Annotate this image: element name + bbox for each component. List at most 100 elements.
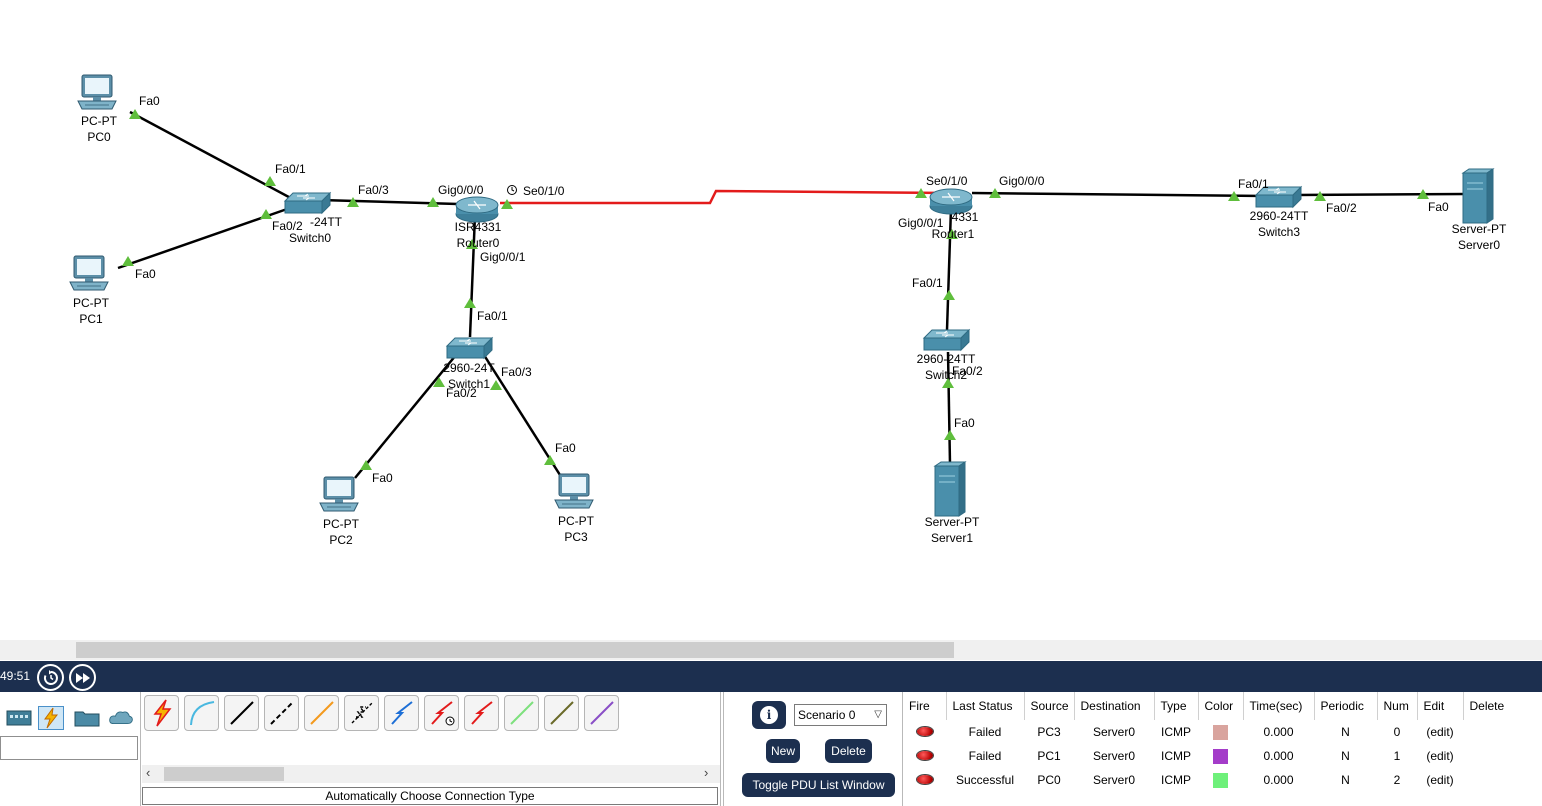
svg-text:Server0: Server0 bbox=[1458, 238, 1500, 252]
panel-divider[interactable] bbox=[720, 692, 724, 806]
cloud-icon[interactable] bbox=[108, 706, 134, 730]
table-row[interactable]: Failed PC1 Server0 ICMP 0.000 N 1 (edit) bbox=[903, 744, 1523, 768]
octal-cable-icon[interactable] bbox=[504, 695, 539, 731]
server-icon bbox=[934, 461, 966, 517]
svg-text:Switch1: Switch1 bbox=[448, 377, 490, 391]
link-switch1-pc2[interactable] bbox=[354, 354, 457, 479]
col-header: Destination bbox=[1074, 692, 1155, 720]
table-row[interactable]: Failed PC3 Server0 ICMP 0.000 N 0 (edit) bbox=[903, 720, 1523, 744]
pdu-table-header: Fire Last Status Source Destination Type… bbox=[903, 692, 1523, 720]
link-router1-switch3[interactable] bbox=[971, 191, 1266, 198]
device-pc0[interactable]: PC-PT PC0 bbox=[77, 74, 118, 144]
col-header: Source bbox=[1024, 692, 1075, 720]
port-label: Fa0 bbox=[555, 441, 576, 455]
toggle-pdu-list-button[interactable]: Toggle PDU List Window bbox=[742, 773, 895, 797]
device-switch2[interactable]: 2960-24TT Switch2 bbox=[917, 329, 976, 382]
device-switch3[interactable]: 2960-24TT Switch3 bbox=[1250, 186, 1309, 239]
links bbox=[117, 110, 1467, 479]
col-header: Time(sec) bbox=[1243, 692, 1315, 720]
serial-dce-icon[interactable] bbox=[424, 695, 459, 731]
fast-forward-button[interactable] bbox=[69, 664, 96, 691]
router-icon bbox=[455, 196, 499, 223]
edit-link[interactable]: (edit) bbox=[1426, 749, 1454, 763]
fiber-icon[interactable] bbox=[304, 695, 339, 731]
port-label: Gig0/0/1 bbox=[480, 250, 526, 264]
fire-button-icon[interactable] bbox=[916, 775, 933, 784]
link-router0-switch1[interactable] bbox=[468, 214, 477, 338]
pdu-color-swatch bbox=[1213, 772, 1228, 788]
serial-dte-icon[interactable] bbox=[464, 695, 499, 731]
device-pc1[interactable]: PC-PT PC1 bbox=[69, 255, 110, 326]
svg-text:PC-PT: PC-PT bbox=[558, 514, 595, 528]
link-switch0-router0[interactable] bbox=[319, 198, 459, 206]
fast-forward-icon bbox=[75, 672, 90, 683]
link-router0-router1-serial[interactable] bbox=[500, 189, 951, 205]
phone-cable-icon[interactable] bbox=[344, 695, 379, 731]
port-label: Fa0/1 bbox=[1238, 177, 1269, 191]
svg-text:2960-24T: 2960-24T bbox=[443, 361, 495, 375]
edit-link[interactable]: (edit) bbox=[1426, 725, 1454, 739]
device-search-field[interactable] bbox=[0, 736, 138, 760]
link-switch3-server0[interactable] bbox=[1294, 192, 1467, 197]
svg-text:4331: 4331 bbox=[952, 210, 979, 224]
svg-text:PC0: PC0 bbox=[87, 130, 111, 144]
coaxial-cable-icon[interactable] bbox=[384, 695, 419, 731]
svg-text:Server-PT: Server-PT bbox=[925, 515, 980, 529]
svg-text:Router0: Router0 bbox=[457, 236, 500, 250]
console-cable-icon[interactable] bbox=[184, 695, 219, 731]
connections-icon[interactable] bbox=[38, 706, 64, 730]
fire-button-icon[interactable] bbox=[916, 727, 933, 736]
scroll-right-icon[interactable]: › bbox=[704, 765, 709, 780]
svg-text:PC-PT: PC-PT bbox=[323, 517, 360, 531]
device-server0[interactable]: Server-PT Server0 bbox=[1452, 168, 1507, 252]
device-server1[interactable]: Server-PT Server1 bbox=[925, 461, 980, 545]
port-label: Fa0 bbox=[1428, 200, 1449, 214]
scrollbar-thumb[interactable] bbox=[76, 642, 954, 658]
folder-icon[interactable] bbox=[74, 706, 100, 730]
delete-cell[interactable] bbox=[1463, 720, 1523, 744]
port-label: Fa0/2 bbox=[446, 386, 477, 400]
iot-custom-cable-icon[interactable] bbox=[544, 695, 579, 731]
power-cycle-devices-button[interactable] bbox=[37, 664, 64, 691]
scenario-info-button[interactable]: i bbox=[752, 701, 786, 729]
logical-workspace[interactable]: PC-PT PC0 PC-PT PC1 PC-PT PC2 PC-PT PC3 … bbox=[0, 0, 1542, 640]
pdu-color-swatch bbox=[1213, 724, 1228, 740]
port-label: Fa0/2 bbox=[952, 364, 983, 378]
scenario-select[interactable]: Scenario 0 ▽ bbox=[794, 704, 887, 726]
delete-scenario-button[interactable]: Delete bbox=[825, 739, 872, 763]
device-pc2[interactable]: PC-PT PC2 bbox=[319, 476, 360, 547]
fire-button-icon[interactable] bbox=[916, 751, 933, 760]
chevron-down-icon: ▽ bbox=[874, 709, 882, 720]
scroll-left-icon[interactable]: ‹ bbox=[146, 765, 151, 780]
delete-cell[interactable] bbox=[1463, 768, 1523, 792]
copper-cross-over-icon[interactable] bbox=[264, 695, 299, 731]
scrollbar-thumb[interactable] bbox=[164, 767, 284, 781]
link-switch1-pc3[interactable] bbox=[482, 354, 562, 476]
link-pc0-switch0[interactable] bbox=[129, 110, 301, 205]
port-label: Fa0/2 bbox=[272, 219, 303, 233]
topology-diagram[interactable]: PC-PT PC0 PC-PT PC1 PC-PT PC2 PC-PT PC3 … bbox=[0, 0, 1542, 640]
table-row[interactable]: Successful PC0 Server0 ICMP 0.000 N 2 (e… bbox=[903, 768, 1523, 792]
automatic-connection-icon[interactable] bbox=[144, 695, 179, 731]
link-switch2-server1[interactable] bbox=[946, 351, 952, 465]
new-scenario-button[interactable]: New bbox=[766, 739, 800, 763]
pc-icon bbox=[554, 473, 594, 509]
device-pc3[interactable]: PC-PT PC3 bbox=[554, 473, 595, 544]
pdu-table: Fire Last Status Source Destination Type… bbox=[903, 692, 1523, 792]
usb-cable-icon[interactable] bbox=[584, 695, 619, 731]
device-router0[interactable]: ISR4331 Router0 bbox=[455, 196, 502, 250]
device-switch0[interactable]: -24TT Switch0 bbox=[284, 192, 343, 245]
info-icon: i bbox=[760, 706, 778, 724]
device-switch1[interactable]: 2960-24T Switch1 bbox=[443, 337, 495, 391]
svg-text:PC-PT: PC-PT bbox=[81, 114, 118, 128]
edit-link[interactable]: (edit) bbox=[1426, 773, 1454, 787]
svg-text:Server1: Server1 bbox=[931, 531, 973, 545]
workspace-horizontal-scrollbar[interactable] bbox=[0, 640, 1542, 660]
delete-cell[interactable] bbox=[1463, 744, 1523, 768]
copper-straight-through-icon[interactable] bbox=[224, 695, 259, 731]
network-devices-icon[interactable] bbox=[6, 706, 32, 730]
link-router1-switch2[interactable] bbox=[945, 207, 953, 331]
port-label: Fa0/1 bbox=[275, 162, 306, 176]
connection-list-scrollbar[interactable]: ‹ › bbox=[142, 765, 720, 783]
device-router1[interactable]: 4331 Router1 bbox=[929, 188, 979, 241]
